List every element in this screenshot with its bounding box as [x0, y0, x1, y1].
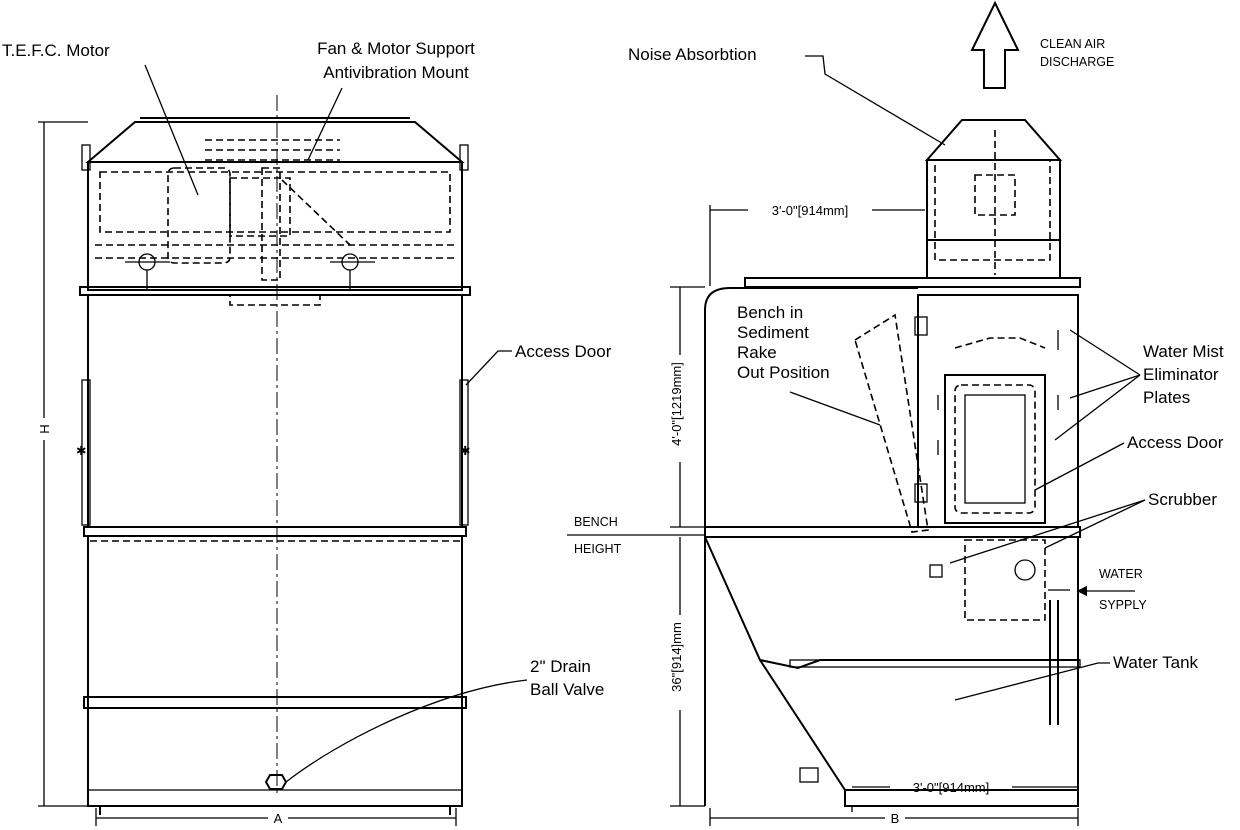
fan-support-label-1: Fan & Motor Support [317, 39, 475, 58]
dim-upper-height: 4'-0"[1219mm] [669, 362, 684, 446]
right-tank-base [844, 789, 1079, 807]
bench-height-label-2: HEIGHT [574, 542, 622, 556]
mist-label-2: Eliminator [1143, 365, 1219, 384]
svg-text:✱: ✱ [76, 444, 87, 458]
svg-text:✱: ✱ [460, 444, 471, 458]
scrubber [964, 539, 1046, 621]
drain-valve [264, 774, 288, 790]
dim-base-width: 3'-0"[914mm] [913, 780, 989, 795]
drain-label-1: 2" Drain [530, 657, 591, 676]
bench-label-3: Rake [737, 343, 777, 362]
left-louvre-vents [205, 139, 340, 161]
right-unit-drawing [704, 0, 1081, 807]
dim-top-width: 3'-0"[914mm] [772, 203, 848, 218]
dim-H: H [37, 424, 52, 433]
dim-lower-height: 36"[914]mm [669, 622, 684, 692]
bench-label-4: Out Position [737, 363, 830, 382]
clean-air-arrow [970, 0, 1020, 89]
bench-rake-out [854, 313, 929, 533]
bench-label-2: Sediment [737, 323, 809, 342]
mist-label-3: Plates [1143, 388, 1190, 407]
left-tank [87, 535, 463, 807]
bench-label-1: Bench in [737, 303, 803, 322]
left-hood [85, 121, 465, 163]
tefc-motor-label: T.E.F.C. Motor [2, 41, 110, 60]
clean-air-label-1: CLEAN AIR [1040, 37, 1105, 51]
left-fan-housing [87, 161, 463, 291]
water-supply-label-2: SYPPLY [1099, 598, 1147, 612]
dim-B: B [891, 811, 900, 826]
left-body [87, 294, 463, 528]
clean-air-label-2: DISCHARGE [1040, 55, 1114, 69]
right-access-door [944, 374, 1046, 524]
right-cabinet [917, 294, 1079, 528]
noise-absorption-label: Noise Absorbtion [628, 45, 757, 64]
drain-label-2: Ball Valve [530, 680, 604, 699]
left-access-door-label: Access Door [515, 342, 612, 361]
left-mid-flange [83, 526, 467, 537]
water-supply-label-1: WATER [1099, 567, 1143, 581]
left-dimensions: H A [34, 121, 457, 826]
mist-label-1: Water Mist [1143, 342, 1224, 361]
right-hood [924, 119, 1063, 161]
motor [167, 167, 231, 264]
left-unit-drawing: ✱ ✱ [76, 95, 471, 815]
dim-A: A [274, 811, 283, 826]
scrubber-label: Scrubber [1148, 490, 1217, 509]
right-access-door-label: Access Door [1127, 433, 1224, 452]
right-dimensions: 3'-0"[914mm] 4'-0"[1219mm] 36"[914]mm 3'… [567, 203, 1079, 826]
left-callouts: T.E.F.C. Motor Fan & Motor Support Antiv… [2, 39, 612, 783]
right-callouts: Noise Absorbtion CLEAN AIR DISCHARGE Ben… [574, 37, 1224, 701]
water-tank-label: Water Tank [1113, 653, 1199, 672]
bench-height-label-1: BENCH [574, 515, 618, 529]
fan-support-label-2: Antivibration Mount [323, 63, 469, 82]
